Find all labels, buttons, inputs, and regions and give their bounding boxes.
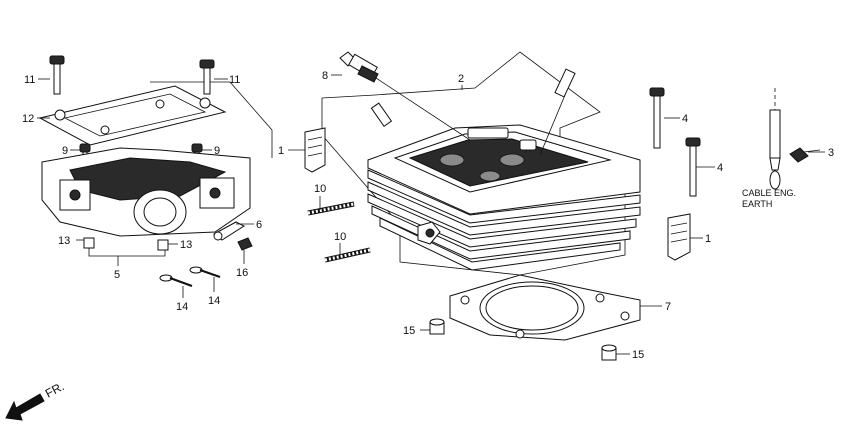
cylinder-head xyxy=(367,124,641,271)
callout-15a: 15 xyxy=(403,325,415,337)
callout-15b: 15 xyxy=(632,349,644,361)
callout-1a: 1 xyxy=(278,145,284,157)
bolt-16 xyxy=(237,237,253,251)
stud-10a xyxy=(307,201,355,216)
side-cover-right xyxy=(667,213,691,261)
rocker-plate xyxy=(38,85,227,146)
dowel-15b xyxy=(601,344,617,361)
spark-plug xyxy=(339,51,379,83)
callout-13b: 13 xyxy=(180,239,192,251)
stud-10b xyxy=(324,247,371,263)
callout-3: 3 xyxy=(828,147,834,159)
dowel-13b xyxy=(157,239,169,251)
callout-11b: 11 xyxy=(229,74,240,86)
bolt-11b xyxy=(199,59,215,95)
callout-1b: 1 xyxy=(705,233,711,245)
dowel-15a xyxy=(429,318,445,335)
cable-caption-line1: CABLE ENG. xyxy=(742,188,796,198)
head-gasket xyxy=(449,274,641,341)
callout-5: 5 xyxy=(114,269,120,281)
dowel-pins-top xyxy=(370,68,576,156)
clip-6 xyxy=(213,221,246,241)
callout-11a: 11 xyxy=(24,74,35,86)
bolt-11a xyxy=(49,55,65,95)
cable-caption-line2: EARTH xyxy=(742,199,772,209)
callout-2: 2 xyxy=(458,73,464,85)
valve-chamber xyxy=(408,138,589,187)
camshaft-holder xyxy=(41,147,251,237)
rocker-boundary xyxy=(150,81,273,158)
callout-8: 8 xyxy=(322,70,328,82)
dowel-13a xyxy=(83,237,95,249)
callout-12: 12 xyxy=(22,113,34,125)
callout-4b: 4 xyxy=(717,162,723,174)
direction-label: FR. xyxy=(43,379,67,400)
valve-14b xyxy=(189,266,221,278)
callout-7: 7 xyxy=(665,301,671,313)
callout-4a: 4 xyxy=(682,113,688,125)
cable-eng-earth xyxy=(769,88,821,190)
side-cover-left xyxy=(304,127,326,173)
earth-bolt xyxy=(789,147,821,163)
head-bolt-4a xyxy=(649,87,665,149)
callout-6: 6 xyxy=(256,219,262,231)
callout-10a: 10 xyxy=(314,183,326,195)
valve-14a xyxy=(159,274,193,287)
front-direction-arrow-icon xyxy=(5,393,45,421)
callout-10b: 10 xyxy=(334,231,346,243)
callout-9b: 9 xyxy=(214,145,220,157)
head-bolt-4b xyxy=(685,137,701,197)
callout-9a: 9 xyxy=(62,145,68,157)
callout-14b: 14 xyxy=(208,295,220,307)
callout-14a: 14 xyxy=(176,301,188,313)
callout-16: 16 xyxy=(236,267,248,279)
leader-lines xyxy=(37,74,825,355)
cooling-fins xyxy=(367,169,641,271)
callout-13a: 13 xyxy=(58,235,70,247)
